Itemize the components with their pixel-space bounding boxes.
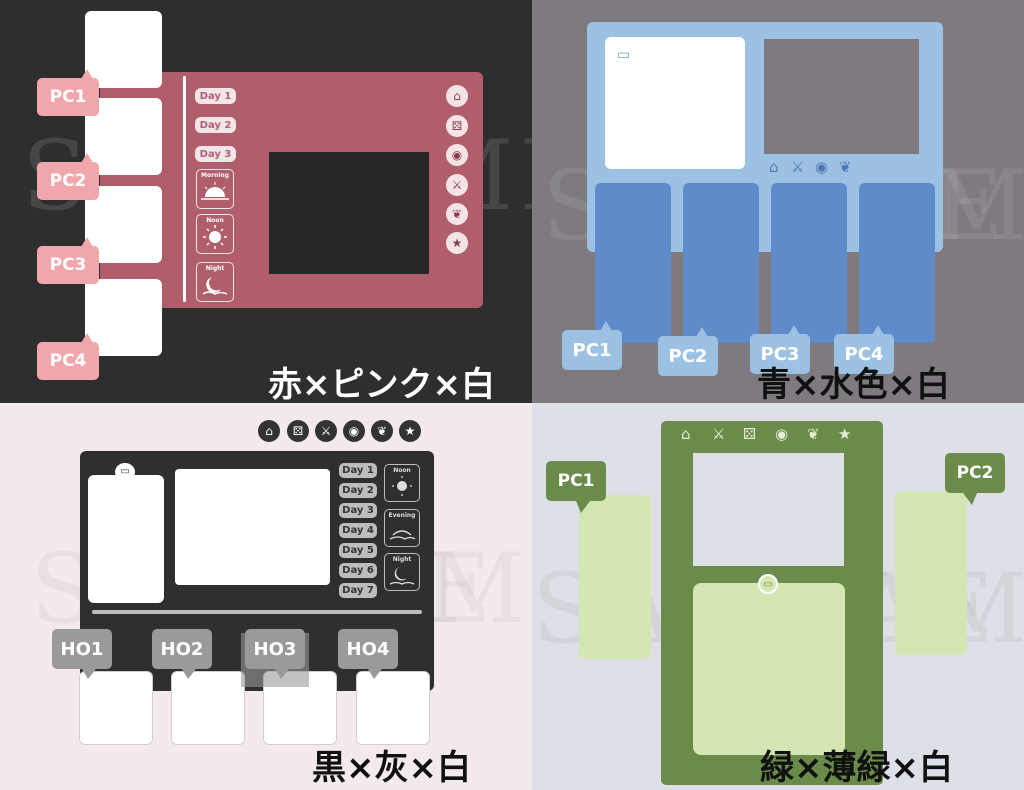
day-pill: Day 2 — [195, 117, 236, 133]
pc-card — [895, 491, 967, 655]
sword-icon: ⚔ — [315, 420, 337, 442]
ho-tag: HO4 — [338, 629, 398, 679]
ho-card — [171, 671, 245, 745]
time-box-evening: Evening — [384, 509, 420, 547]
pc-card — [771, 183, 847, 343]
moon-icon — [202, 277, 228, 295]
divider — [183, 76, 186, 302]
moon-icon — [389, 567, 415, 585]
pc-tag: PC1 — [37, 69, 99, 116]
black-gray-white-panel: SAMPLE SAMPLE ⌂ ⚄ ⚔ ◉ ❦ ★ ▭ Day 1 Day 2 … — [0, 403, 532, 790]
panel-caption: 黒×灰×白 — [312, 748, 471, 788]
image-slot — [764, 39, 919, 154]
ho-card — [79, 671, 153, 745]
time-label: Noon — [393, 467, 411, 474]
ho-tag: HO2 — [152, 629, 212, 679]
pc-tag: PC2 — [37, 153, 99, 200]
sword-icon: ⚔ — [712, 425, 726, 443]
pc-tag: PC4 — [834, 325, 894, 374]
pc-tag: PC2 — [945, 453, 1005, 505]
day-pill: Day 1 — [195, 88, 236, 104]
leaf-icon: ❦ — [839, 158, 852, 176]
day-pill: Day 4 — [339, 523, 377, 538]
image-slot — [175, 469, 330, 585]
ho-card — [356, 671, 430, 745]
time-box-night: Night — [196, 262, 234, 302]
folder-icon: ▭ — [758, 574, 778, 594]
panel-caption: 青×水色×白 — [757, 365, 950, 403]
sword-icon: ⚔ — [446, 174, 468, 196]
day-pill: Day 7 — [339, 583, 377, 598]
time-box-night: Night — [384, 553, 420, 591]
sunrise-icon — [201, 182, 229, 200]
main-card — [605, 37, 745, 169]
pc-card — [579, 495, 651, 659]
house-icon: ⌂ — [258, 420, 280, 442]
time-label: Morning — [201, 172, 229, 179]
panel-caption: 緑×薄緑×白 — [760, 748, 953, 788]
folder-icon: ▭ — [115, 463, 135, 481]
pc-card — [85, 11, 162, 88]
pc-tag: PC3 — [750, 325, 810, 374]
star-icon: ★ — [838, 425, 852, 443]
star-icon: ★ — [399, 420, 421, 442]
divider — [92, 610, 422, 614]
image-slot — [693, 453, 844, 566]
time-box-morning: Morning — [196, 169, 234, 209]
panel-caption: 赤×ピンク×白 — [268, 365, 495, 403]
sunset-icon — [389, 530, 416, 540]
day-pill: Day 1 — [339, 463, 377, 478]
dice-icon: ⚄ — [287, 420, 309, 442]
time-label: Night — [392, 556, 412, 563]
time-label: Noon — [206, 217, 224, 224]
pc-card — [595, 183, 671, 343]
pc-tag: PC4 — [37, 333, 99, 380]
main-card — [693, 583, 845, 755]
sun-icon — [203, 225, 227, 249]
pc-tag: PC3 — [37, 237, 99, 284]
pc-card — [859, 183, 935, 343]
pc-tag: PC1 — [546, 461, 606, 513]
eye-icon: ◉ — [446, 144, 468, 166]
day-pill: Day 2 — [339, 483, 377, 498]
blue-lightblue-white-panel: SAMPLE SAMPLE ▭ ⌂ ⚔ ◉ ❦ PC1 PC2 PC3 PC4 … — [532, 0, 1024, 403]
green-lightgreen-white-panel: SAMPLE SAMPLE ⌂ ⚔ ⚄ ◉ ❦ ★ ▭ PC1 PC2 緑×薄緑… — [532, 403, 1024, 790]
dice-icon: ⚄ — [446, 115, 468, 137]
day-pill: Day 6 — [339, 563, 377, 578]
house-icon: ⌂ — [681, 425, 691, 443]
eye-icon: ◉ — [775, 425, 789, 443]
day-pill: Day 3 — [195, 146, 236, 162]
time-box-noon: Noon — [384, 464, 420, 502]
time-label: Evening — [388, 512, 416, 519]
pc-card — [683, 183, 759, 343]
eye-icon: ◉ — [815, 158, 829, 176]
dice-icon: ⚄ — [743, 425, 757, 443]
leaf-icon: ❦ — [371, 420, 393, 442]
folder-icon: ▭ — [617, 47, 631, 63]
time-label: Night — [205, 265, 225, 272]
red-pink-white-panel: SAMPLE SAMPLE PC1 PC2 PC3 PC4 Day 1 Day … — [0, 0, 532, 403]
pc-tag: PC1 — [562, 321, 622, 370]
star-icon: ★ — [446, 232, 468, 254]
time-box-noon: Noon — [196, 214, 234, 254]
leaf-icon: ❦ — [446, 203, 468, 225]
day-pill: Day 3 — [339, 503, 377, 518]
house-icon: ⌂ — [446, 85, 468, 107]
ho-tag: HO3 — [245, 629, 305, 679]
house-icon: ⌂ — [769, 158, 779, 176]
image-slot — [269, 152, 429, 274]
sword-icon: ⚔ — [791, 158, 805, 176]
main-card — [88, 475, 164, 603]
leaf-icon: ❦ — [807, 425, 820, 443]
pc-tag: PC2 — [658, 327, 718, 376]
ho-tag: HO1 — [52, 629, 112, 679]
day-pill: Day 5 — [339, 543, 377, 558]
sun-icon — [392, 476, 412, 496]
eye-icon: ◉ — [343, 420, 365, 442]
